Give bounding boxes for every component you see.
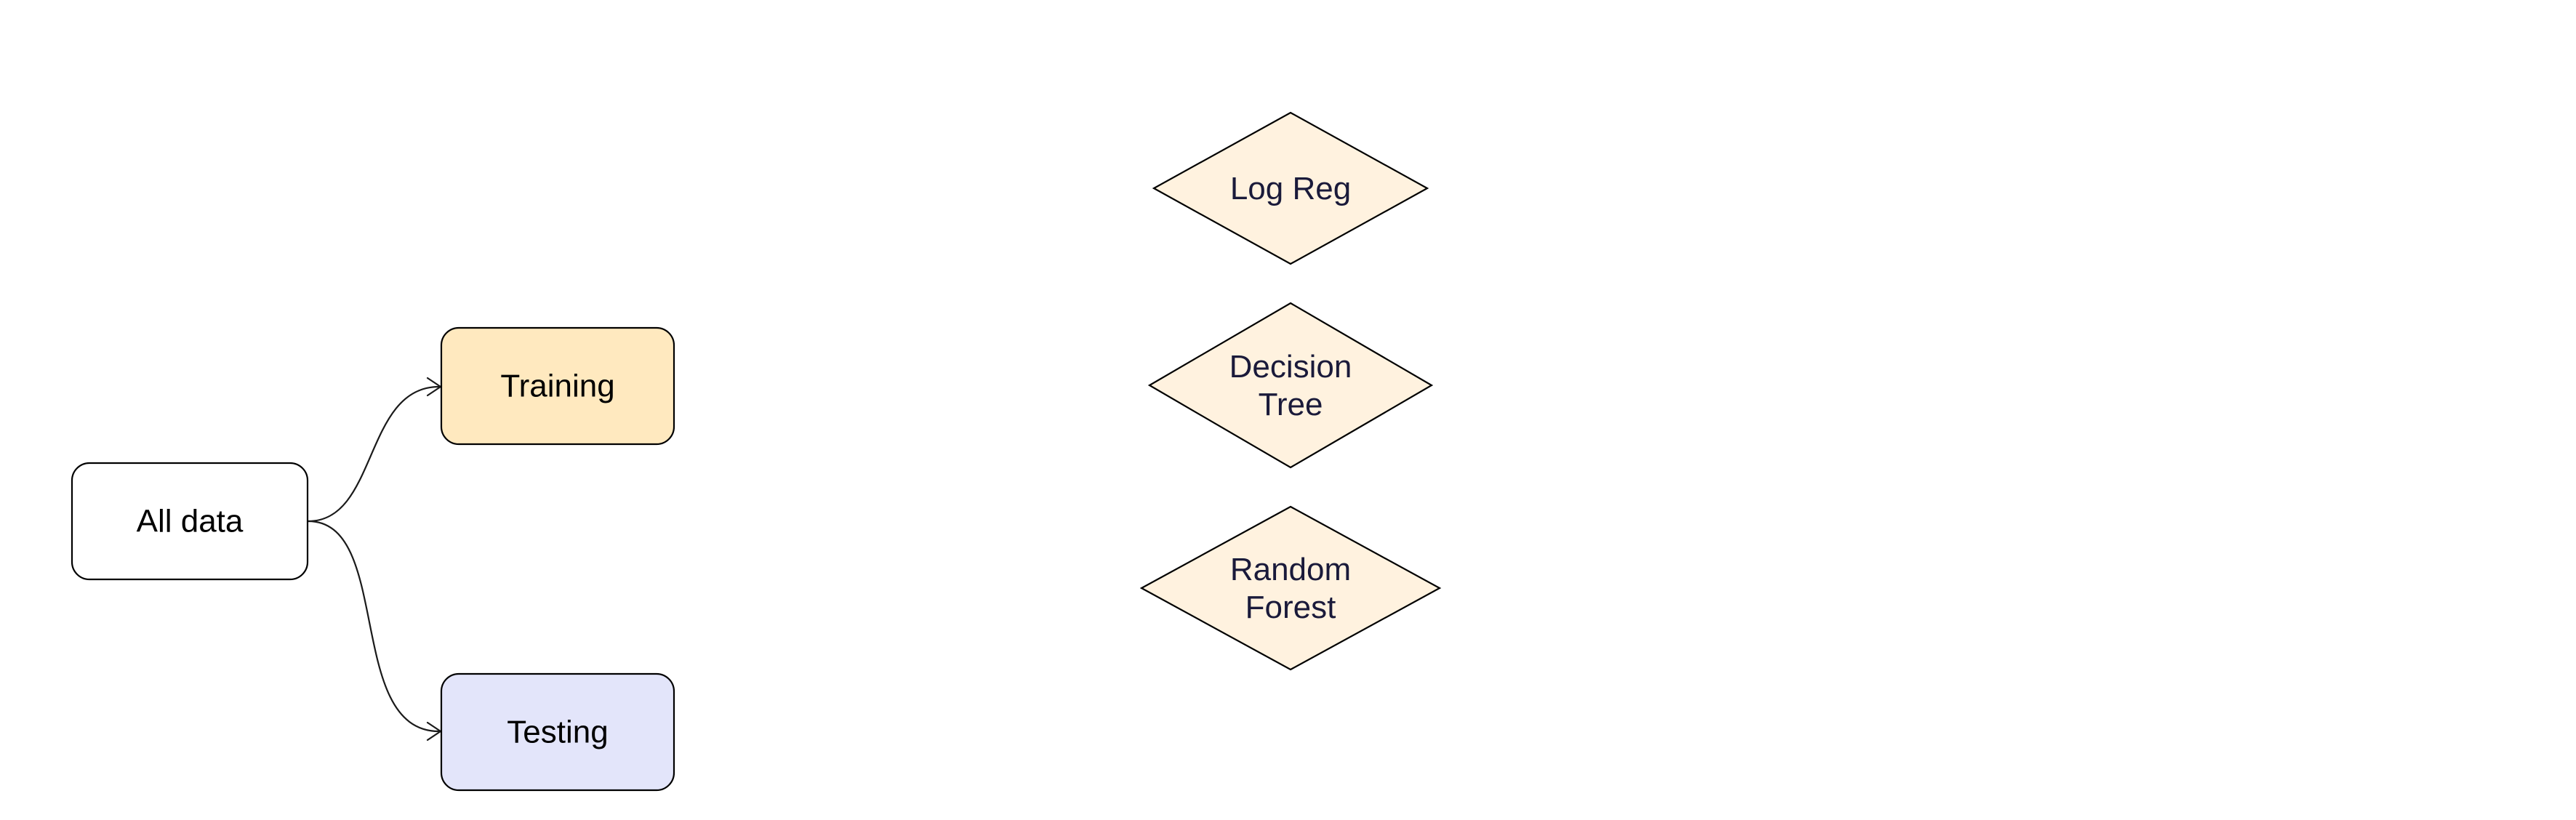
- edge-all-data-to-training: [308, 385, 440, 523]
- model-log-reg[interactable]: Log Reg: [1152, 111, 1429, 265]
- model-label-line: Tree: [1259, 387, 1323, 422]
- node-training[interactable]: Training: [440, 326, 675, 446]
- node-training-box: [440, 326, 675, 446]
- model-label-line: Forest: [1245, 590, 1336, 625]
- model-log-reg-diamond: [1152, 111, 1429, 265]
- edge-all-data-to-testing: [308, 520, 440, 733]
- model-label-line: Decision: [1229, 349, 1352, 385]
- model-label-line: Random: [1230, 552, 1351, 587]
- node-testing[interactable]: Testing: [440, 672, 675, 792]
- node-training-label: Training: [500, 369, 614, 404]
- node-all-data[interactable]: All data: [71, 462, 309, 581]
- model-random-forest-diamond: [1139, 505, 1442, 671]
- node-all-data-label: All data: [137, 504, 244, 539]
- model-label-line: Log Reg: [1230, 171, 1351, 206]
- model-log-reg-label: Log Reg: [1230, 171, 1351, 206]
- node-testing-box: [440, 672, 675, 792]
- node-all-data-box: [71, 462, 309, 581]
- node-testing-label: Testing: [507, 715, 608, 750]
- model-decision-tree-diamond: [1147, 302, 1434, 469]
